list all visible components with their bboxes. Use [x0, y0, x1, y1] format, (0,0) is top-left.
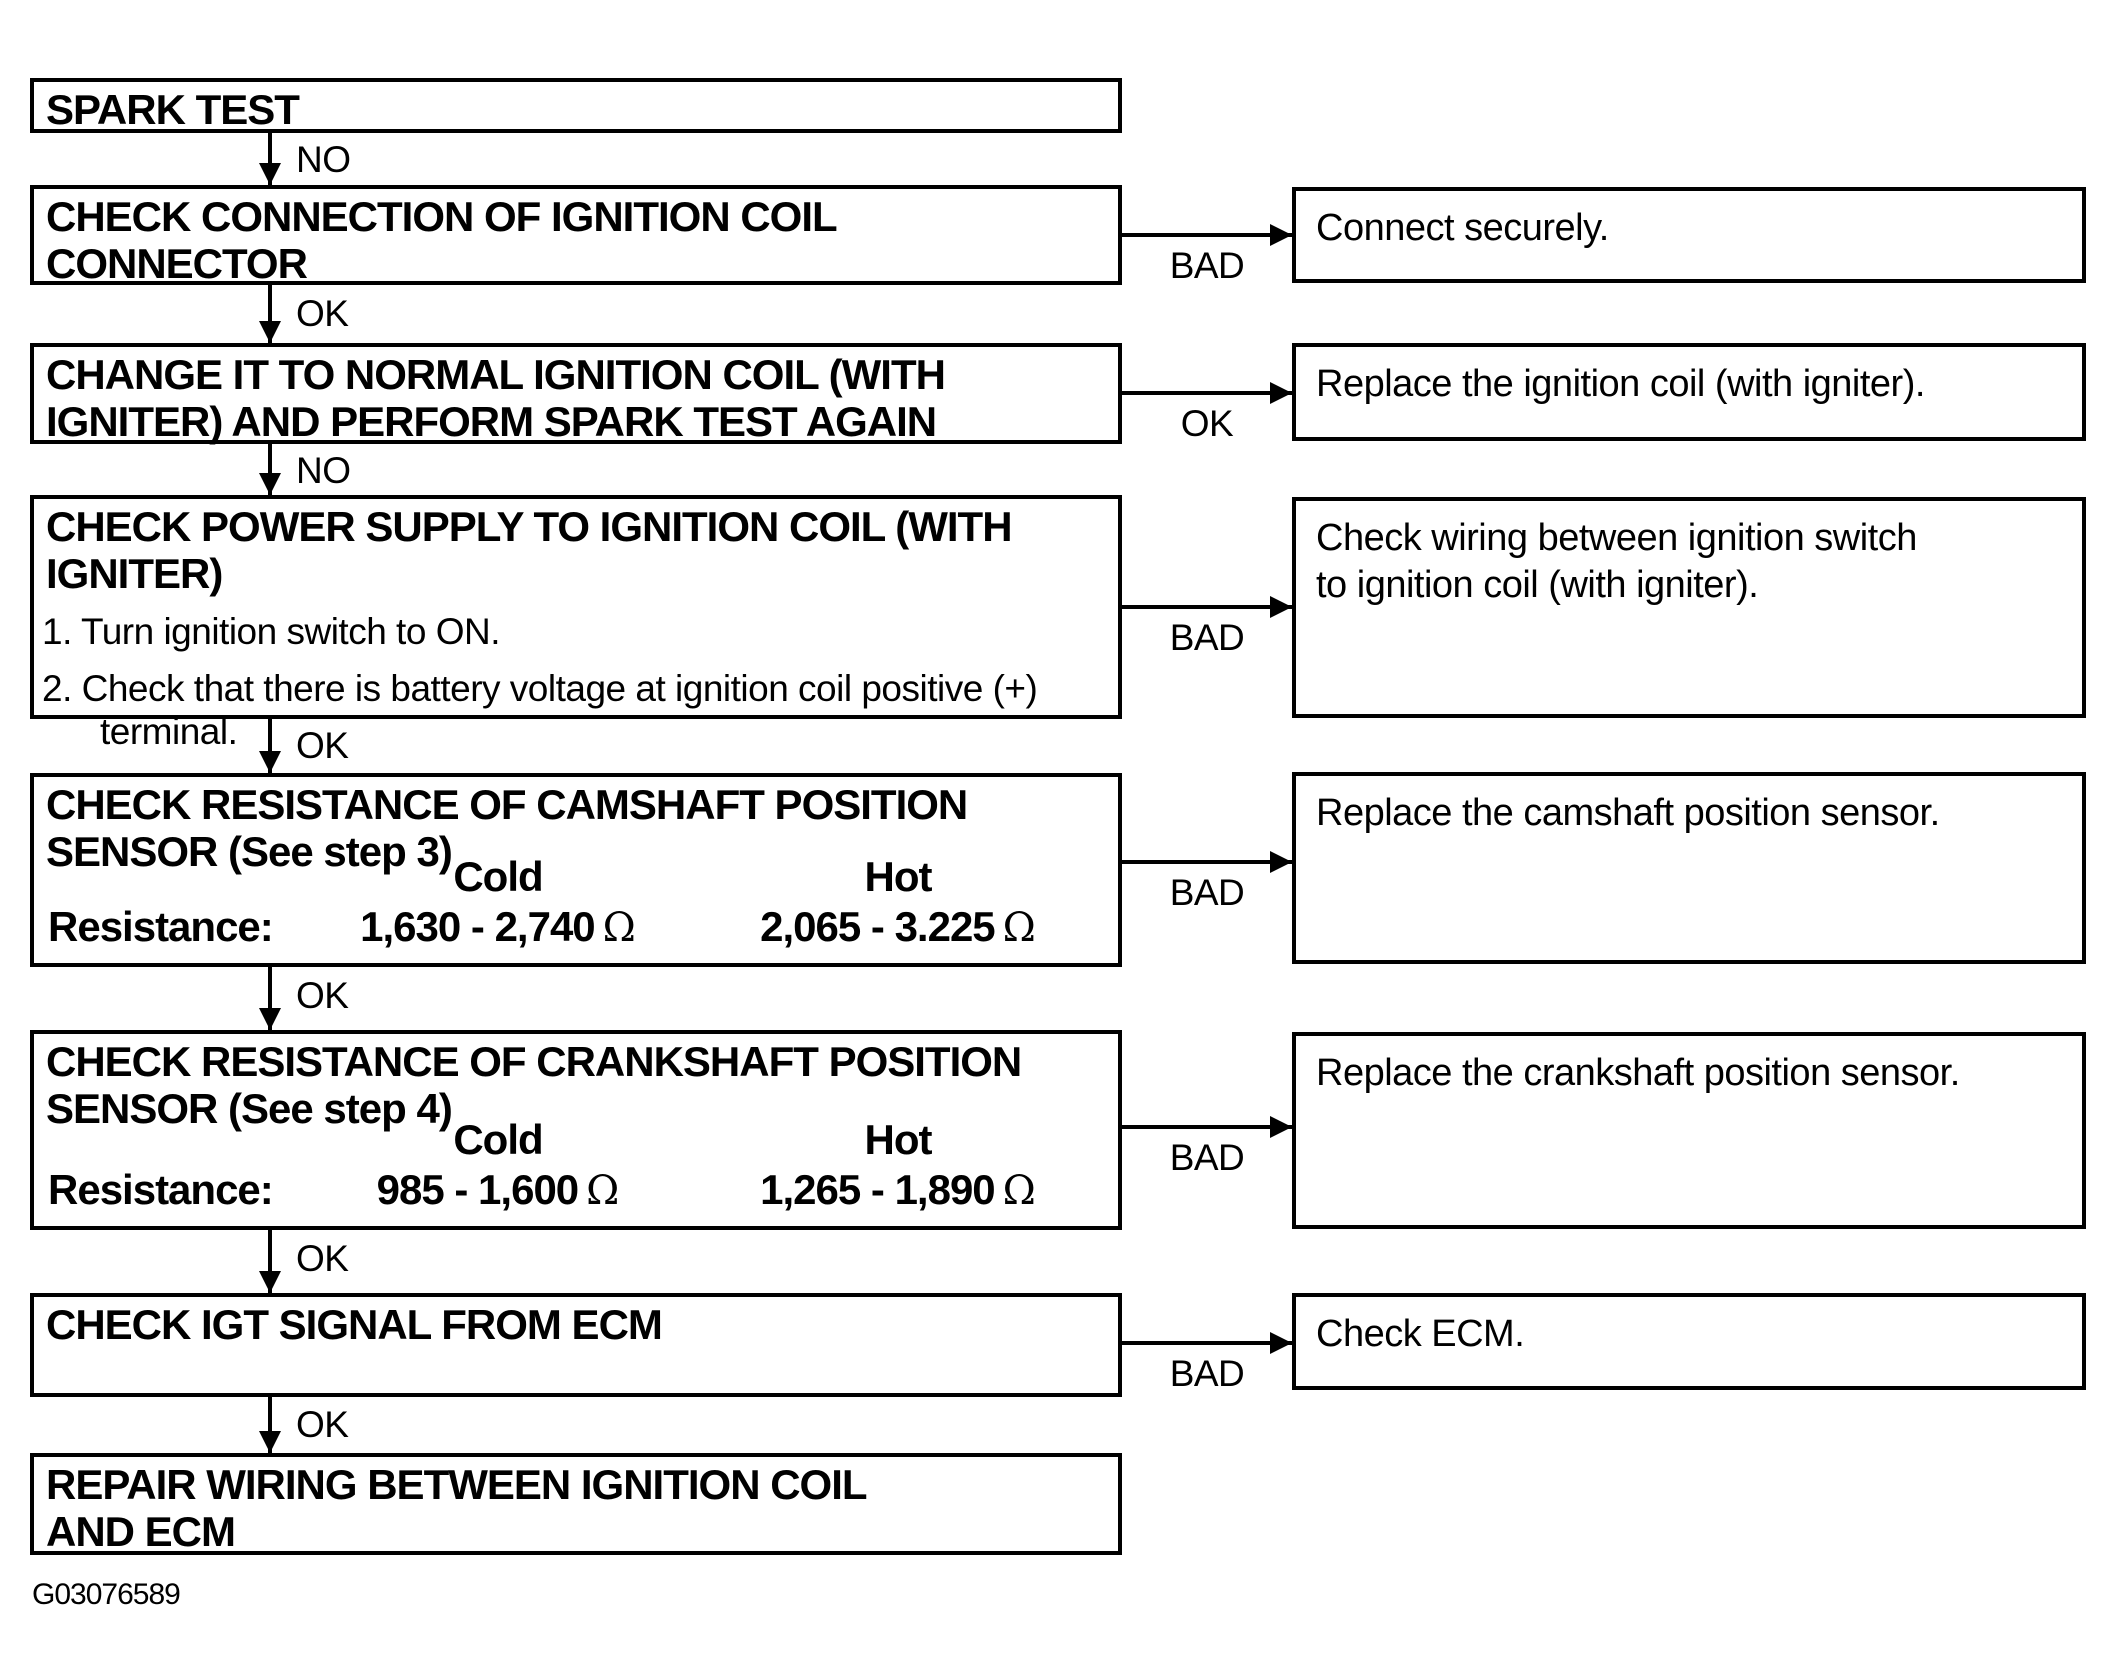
result-text: Check ECM.: [1316, 1313, 1525, 1355]
branch-label-bad: BAD: [1169, 1137, 1245, 1178]
arrow-right-icon: [1122, 1332, 1292, 1354]
step-box-check-power-supply: CHECK POWER SUPPLY TO IGNITION COIL (WIT…: [30, 495, 1122, 752]
figure-code: G03076589: [32, 1578, 181, 1611]
ohm-symbol: Ω: [1002, 1168, 1036, 1214]
arrow-down-icon: [259, 719, 281, 773]
arrow-down-icon: [259, 444, 281, 495]
result-text: Connect securely.: [1316, 207, 1609, 249]
step-title: CHECK CONNECTION OF IGNITION COIL CONNEC…: [46, 193, 838, 288]
step-box-repair-wiring: REPAIR WIRING BETWEEN IGNITION COIL AND …: [30, 1453, 1122, 1555]
result-text: Replace the camshaft position sensor.: [1316, 792, 1940, 834]
arrow-down-icon: [259, 133, 281, 185]
step-title: REPAIR WIRING BETWEEN IGNITION COIL AND …: [46, 1461, 868, 1556]
step-title: SPARK TEST: [46, 86, 300, 133]
arrow-down-icon: [259, 967, 281, 1030]
step-title: CHANGE IT TO NORMAL IGNITION COIL (WITH …: [46, 351, 946, 446]
flow-label-no: NO: [296, 450, 351, 491]
step-box-check-connection: CHECK CONNECTION OF IGNITION COIL CONNEC…: [30, 185, 1122, 288]
step-title: CHECK RESISTANCE OF CAMSHAFT POSITION SE…: [46, 781, 968, 876]
result-text: Replace the crankshaft position sensor.: [1316, 1052, 1960, 1094]
branch-label-bad: BAD: [1169, 872, 1245, 913]
ohm-symbol: Ω: [602, 905, 636, 951]
step-title: CHECK POWER SUPPLY TO IGNITION COIL (WIT…: [46, 503, 1013, 598]
flow-label-ok: OK: [296, 1238, 349, 1279]
ohm-symbol: Ω: [586, 1168, 620, 1214]
ohm-symbol: Ω: [1002, 905, 1036, 951]
branch-label-bad: BAD: [1169, 1353, 1245, 1394]
flow-label-ok: OK: [296, 725, 349, 766]
step-title: CHECK IGT SIGNAL FROM ECM: [46, 1301, 663, 1348]
arrow-down-icon: [259, 285, 281, 343]
resistance-label: Resistance:: [48, 903, 274, 950]
arrow-right-icon: [1122, 851, 1292, 873]
result-box-replace-crankshaft-sensor: Replace the crankshaft position sensor.: [1292, 1032, 2086, 1229]
cold-header: Cold: [453, 1116, 543, 1163]
step-instruction: 1. Turn ignition switch to ON.: [42, 611, 500, 653]
flow-label-ok: OK: [296, 1404, 349, 1445]
flow-label-ok: OK: [296, 975, 349, 1016]
step-instruction: 2. Check that there is battery voltage a…: [42, 667, 1038, 753]
result-text: Replace the ignition coil (with igniter)…: [1316, 363, 1925, 405]
branch-label-bad: BAD: [1169, 617, 1245, 658]
arrow-right-icon: [1122, 224, 1292, 246]
result-box-check-ecm: Check ECM.: [1292, 1293, 2086, 1390]
resistance-label: Resistance:: [48, 1166, 274, 1213]
cold-header: Cold: [453, 853, 543, 900]
arrow-down-icon: [259, 1397, 281, 1453]
result-box-check-wiring: Check wiring between ignition switch to …: [1292, 497, 2086, 718]
arrow-down-icon: [259, 1230, 281, 1293]
step-box-spark-test: SPARK TEST: [30, 78, 1122, 133]
step-box-check-crankshaft-sensor: CHECK RESISTANCE OF CRANKSHAFT POSITION …: [30, 1030, 1122, 1230]
hot-header: Hot: [864, 853, 933, 900]
result-box-replace-camshaft-sensor: Replace the camshaft position sensor.: [1292, 772, 2086, 964]
branch-label-ok: OK: [1180, 403, 1234, 444]
result-box-connect-securely: Connect securely.: [1292, 187, 2086, 283]
arrow-right-icon: [1122, 382, 1292, 404]
arrow-right-icon: [1122, 1116, 1292, 1138]
result-box-replace-ignition-coil: Replace the ignition coil (with igniter)…: [1292, 343, 2086, 441]
step-box-check-igt-signal: CHECK IGT SIGNAL FROM ECM: [30, 1293, 1122, 1397]
step-box-check-camshaft-sensor: CHECK RESISTANCE OF CAMSHAFT POSITION SE…: [30, 773, 1122, 967]
result-text: Check wiring between ignition switch to …: [1316, 517, 1917, 607]
flow-label-ok: OK: [296, 293, 349, 334]
step-title: CHECK RESISTANCE OF CRANKSHAFT POSITION …: [46, 1038, 1022, 1133]
arrow-right-icon: [1122, 596, 1292, 618]
step-box-change-coil: CHANGE IT TO NORMAL IGNITION COIL (WITH …: [30, 343, 1122, 446]
flow-label-no: NO: [296, 139, 351, 180]
hot-header: Hot: [864, 1116, 933, 1163]
branch-label-bad: BAD: [1169, 245, 1245, 286]
